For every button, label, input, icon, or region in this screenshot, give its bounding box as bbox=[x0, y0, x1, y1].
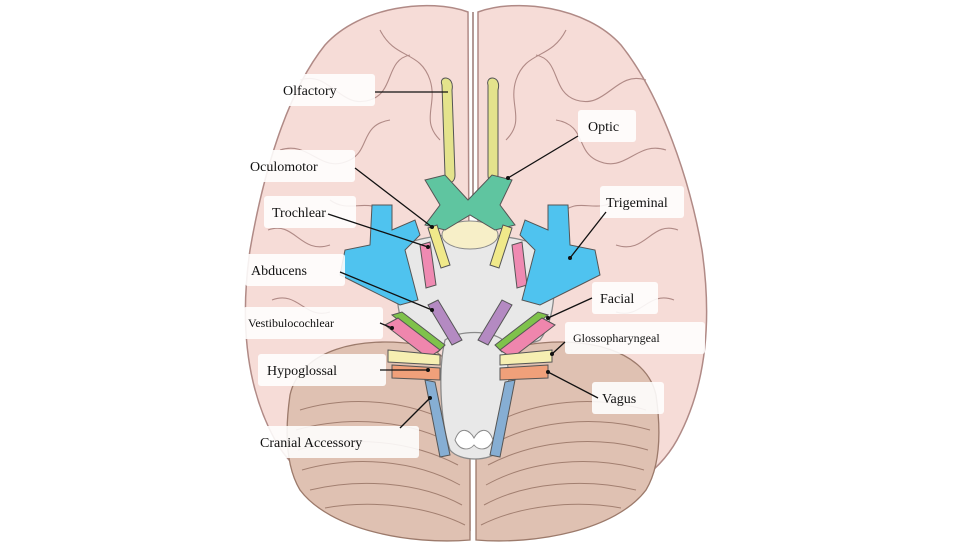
vagus-nerve-right bbox=[499, 364, 549, 381]
optic-chiasm bbox=[424, 174, 516, 231]
hypoglossal-label-box bbox=[258, 354, 386, 386]
glossopharyngeal-nerve-left bbox=[387, 349, 441, 366]
label-vestibulocochlear: Vestibulocochlear bbox=[248, 316, 334, 330]
leader-lines bbox=[327, 91, 607, 429]
vestibulocochlear-nerve-left bbox=[384, 317, 441, 359]
label-trochlear: Trochlear bbox=[272, 206, 326, 221]
label-trigeminal: Trigeminal bbox=[606, 196, 668, 211]
abducens-nerve-right bbox=[477, 299, 513, 346]
label-abducens: Abducens bbox=[251, 264, 307, 279]
glossopharyngeal-nerve-right bbox=[499, 349, 553, 366]
label-vagus: Vagus bbox=[602, 392, 636, 407]
labels: Olfactory Optic Oculomotor Trochlear Tri… bbox=[248, 84, 668, 451]
olfactory-nerve-right bbox=[487, 77, 500, 183]
facial-label-box bbox=[592, 282, 658, 314]
optic-label-box bbox=[578, 110, 636, 142]
olfactory-label-box bbox=[275, 74, 375, 106]
label-boxes bbox=[243, 74, 705, 458]
vestibulocochlear-label-box bbox=[243, 307, 383, 339]
trochlear-label-box bbox=[264, 196, 356, 228]
oculomotor-nerve-left bbox=[427, 224, 451, 269]
cranial-accessory-label-box bbox=[255, 426, 419, 458]
label-oculomotor: Oculomotor bbox=[250, 160, 318, 175]
label-glossopharyngeal: Glossopharyngeal bbox=[573, 331, 660, 345]
pituitary-region bbox=[441, 220, 499, 250]
vestibulocochlear-nerve-right bbox=[499, 317, 556, 359]
oculomotor-label-box bbox=[245, 150, 355, 182]
abducens-label-box bbox=[245, 254, 345, 286]
accessory-nerve-right bbox=[489, 379, 516, 458]
label-cranial-accessory: Cranial Accessory bbox=[260, 436, 362, 451]
glossopharyngeal-label-box bbox=[565, 322, 705, 354]
trochlear-nerve-left bbox=[419, 241, 437, 289]
label-hypoglossal: Hypoglossal bbox=[267, 364, 337, 379]
label-optic: Optic bbox=[588, 120, 619, 135]
vagus-nerve-left bbox=[391, 364, 441, 381]
abducens-nerve-left bbox=[427, 299, 463, 346]
vagus-label-box bbox=[592, 382, 664, 414]
label-olfactory: Olfactory bbox=[283, 84, 337, 99]
trigeminal-nerve-right bbox=[519, 204, 601, 306]
oculomotor-nerve-right bbox=[489, 224, 513, 269]
trigeminal-label-box bbox=[600, 186, 684, 218]
label-facial: Facial bbox=[600, 292, 634, 307]
